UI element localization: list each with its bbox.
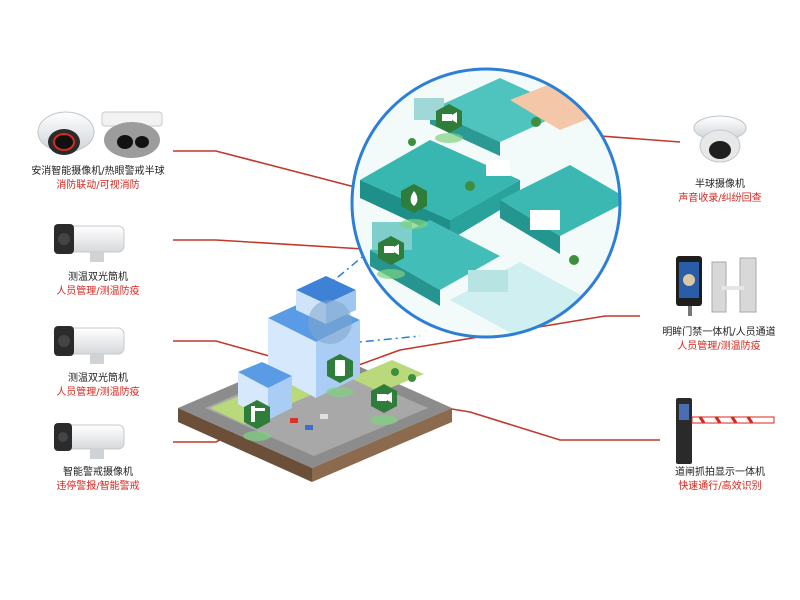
marker-access-icon — [326, 354, 354, 397]
device-function-tag: 声音收录/纠纷回查 — [678, 193, 762, 204]
floor-platform — [510, 80, 610, 130]
marker-camera-icon — [377, 236, 405, 279]
device-markers — [243, 104, 463, 441]
marker-barrier-icon — [243, 400, 271, 441]
device-function-tag: 快速通行/高效识别 — [678, 481, 762, 492]
device-name: 智能警戒摄像机 — [63, 467, 133, 478]
marker-camera-icon — [435, 104, 463, 143]
device-name: 测温双光筒机 — [68, 272, 128, 283]
connector-line-2 — [173, 239, 381, 251]
device-label-3: 测温双光筒机 人员管理/测温防疫 — [10, 372, 186, 400]
device-label-4: 智能警戒摄像机 违停警报/智能警戒 — [10, 466, 186, 494]
bullet-camera-icon — [54, 224, 125, 262]
connector-line-1 — [173, 150, 406, 201]
access-gate-icon — [676, 256, 757, 316]
device-name: 测温双光筒机 — [68, 373, 128, 384]
device-label-1: 安消智能摄像机/热眼警戒半球 消防联动/可视消防 — [10, 165, 186, 193]
device-function-tag: 人员管理/测温防疫 — [56, 387, 140, 398]
device-label-2: 测温双光筒机 人员管理/测温防疫 — [10, 271, 186, 299]
dome-camera-pair-icon — [37, 111, 163, 158]
zoom-guide-lower — [329, 335, 421, 346]
bullet-camera-icon — [54, 326, 125, 364]
device-name: 半球摄像机 — [695, 179, 745, 190]
floor-platform — [360, 140, 520, 220]
marker-camera-icon — [370, 384, 398, 425]
device-name: 明眸门禁一体机/人员通道 — [662, 327, 776, 338]
interior-zoom-circle — [350, 67, 622, 339]
device-function-tag: 人员管理/测温防疫 — [677, 341, 761, 352]
device-name: 道闸抓拍显示一体机 — [675, 467, 765, 478]
device-function-tag: 违停警报/智能警戒 — [56, 481, 140, 492]
bullet-camera-icon — [54, 423, 125, 459]
device-name: 安消智能摄像机/热眼警戒半球 — [31, 166, 165, 177]
device-function-tag: 人员管理/测温防疫 — [56, 286, 140, 297]
barrier-gate-icon — [676, 398, 775, 464]
device-label-5: 半球摄像机 声音收录/纠纷回查 — [650, 178, 790, 206]
dome-camera-icon — [693, 115, 747, 163]
device-label-7: 道闸抓拍显示一体机 快速通行/高效识别 — [650, 466, 790, 494]
device-label-6: 明眸门禁一体机/人员通道 人员管理/测温防疫 — [640, 326, 798, 354]
device-function-tag: 消防联动/可视消防 — [56, 180, 140, 191]
marker-fire-icon — [400, 184, 428, 229]
